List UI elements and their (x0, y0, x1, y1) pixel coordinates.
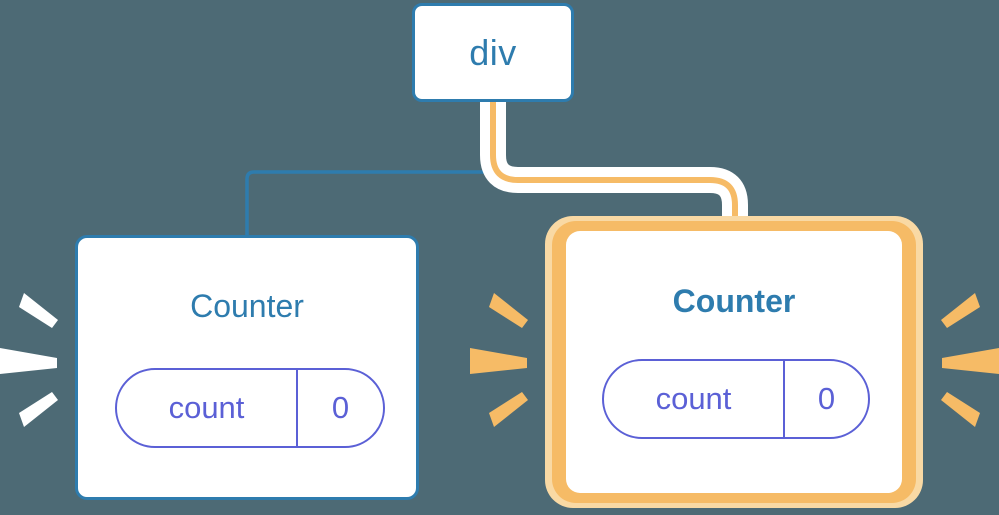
state-value-right: 0 (817, 381, 836, 416)
edge-div-to-counter-left (245, 98, 495, 239)
state-pill-left[interactable]: count 0 (115, 368, 385, 448)
state-key-right: count (604, 361, 785, 437)
state-value-left: 0 (331, 390, 350, 425)
node-counter-right[interactable]: Counter count 0 (566, 231, 902, 493)
node-counter-left[interactable]: Counter count 0 (75, 235, 419, 500)
node-counter-right-title: Counter (672, 283, 796, 319)
state-pill-right[interactable]: count 0 (602, 359, 870, 439)
state-key-left: count (117, 370, 298, 446)
node-div-label: div (469, 31, 517, 73)
node-counter-left-title: Counter (190, 288, 304, 324)
edge-div-to-counter-right (490, 100, 738, 238)
node-div[interactable]: div (412, 3, 574, 102)
